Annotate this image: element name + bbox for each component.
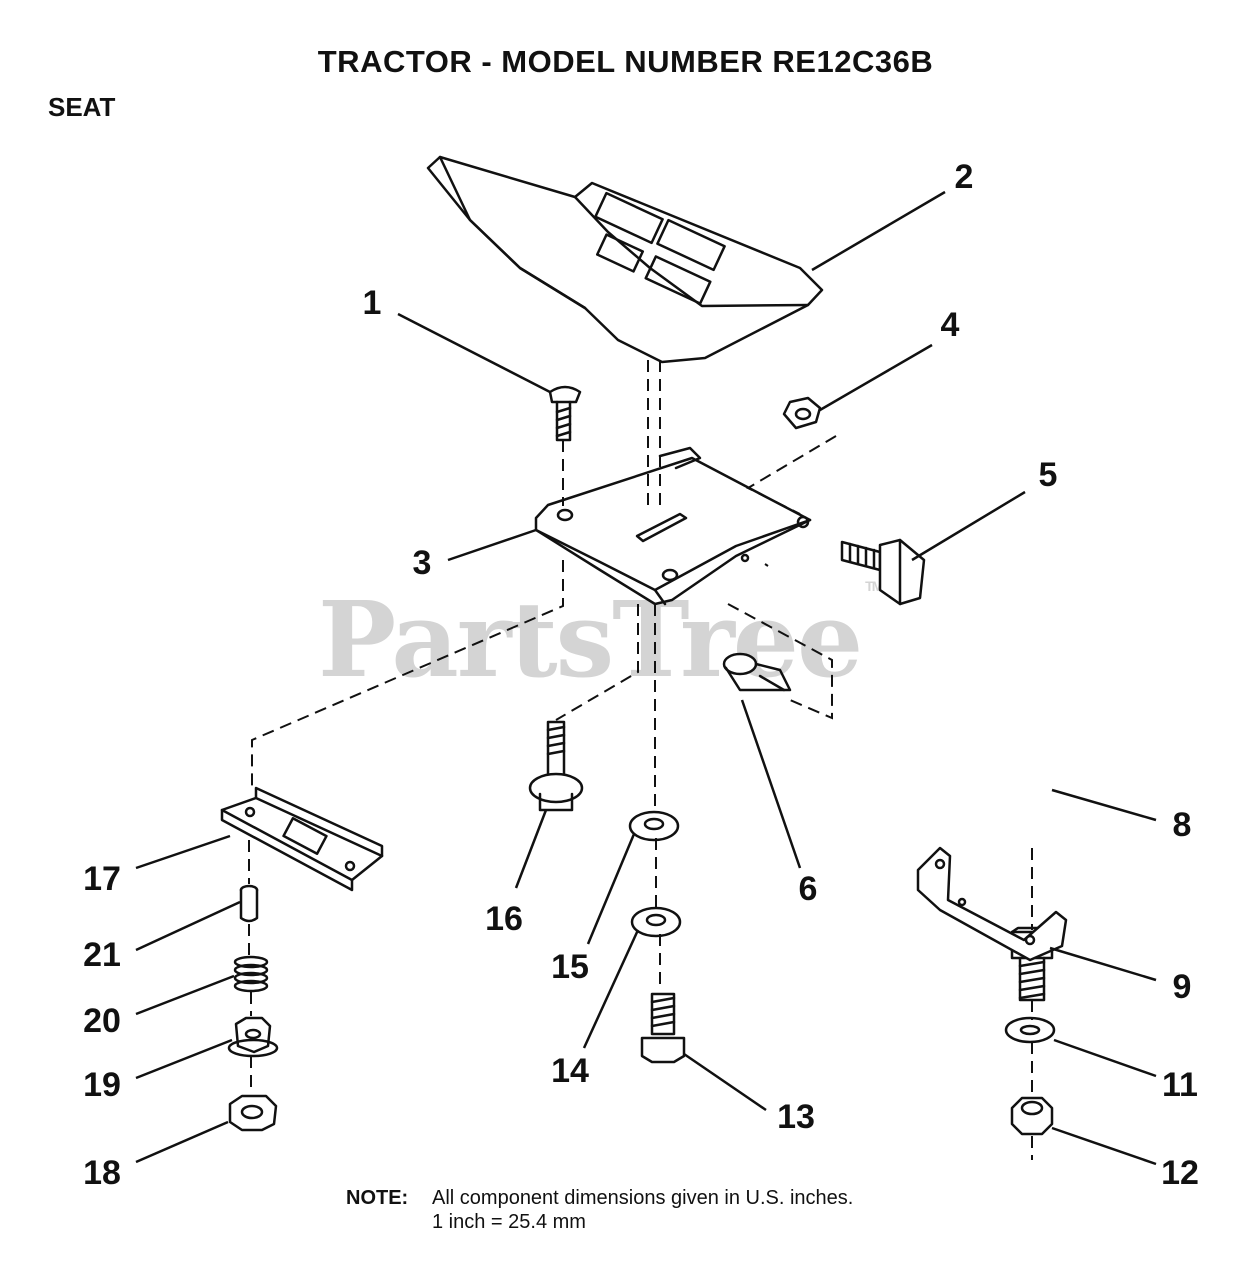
callout-19: 19 [83, 1066, 121, 1104]
callout-17: 17 [83, 860, 121, 898]
seat-part [426, 155, 824, 364]
callout-18: 18 [83, 1154, 121, 1192]
clip-part [722, 652, 792, 692]
callout-6: 6 [798, 870, 818, 908]
flange-nut-19-part [227, 1016, 279, 1058]
seat-pan-part [534, 446, 812, 606]
pin-part [239, 884, 259, 923]
hex-bolt-part [840, 538, 926, 606]
dimension-note: NOTE: All component dimensions given in U… [346, 1186, 853, 1234]
callout-11: 11 [1162, 1066, 1198, 1104]
page-title: TRACTOR - MODEL NUMBER RE12C36B [317, 44, 934, 79]
note-label: NOTE: [346, 1187, 409, 1209]
assembly-lines [248, 360, 1033, 1160]
callout-12: 12 [1161, 1154, 1199, 1192]
callout-9: 9 [1172, 968, 1192, 1006]
callout-1: 1 [362, 284, 382, 322]
flange-nut-18-part [228, 1094, 278, 1132]
slide-plate-part [220, 786, 384, 892]
hex-bolt-13-part [640, 992, 686, 1064]
note-line-1: All component dimensions given in U.S. i… [432, 1187, 854, 1209]
callout-8: 8 [1172, 806, 1192, 844]
callout-20: 20 [83, 1002, 121, 1040]
callout-13: 13 [777, 1098, 815, 1136]
callout-5: 5 [1038, 456, 1058, 494]
locknut-12-part [1010, 1096, 1054, 1136]
spring-part [233, 955, 269, 993]
washer-15-part [628, 810, 680, 842]
callout-15: 15 [551, 948, 589, 986]
washer-14-part [630, 906, 682, 938]
shoulder-bolt-part [528, 720, 584, 812]
section-label: SEAT [48, 92, 116, 122]
callout-21: 21 [83, 936, 121, 974]
note-line-2: 1 inch = 25.4 mm [432, 1211, 586, 1233]
washer-11-part [1004, 1016, 1056, 1044]
callout-14: 14 [551, 1052, 589, 1090]
callout-4: 4 [940, 306, 960, 344]
carriage-bolt-part [548, 385, 582, 442]
callout-2: 2 [954, 158, 974, 196]
leader-lines [135, 190, 1157, 1166]
bracket-part [916, 846, 1068, 962]
callout-3: 3 [412, 544, 432, 582]
nut-part [782, 396, 822, 430]
callout-16: 16 [485, 900, 523, 938]
